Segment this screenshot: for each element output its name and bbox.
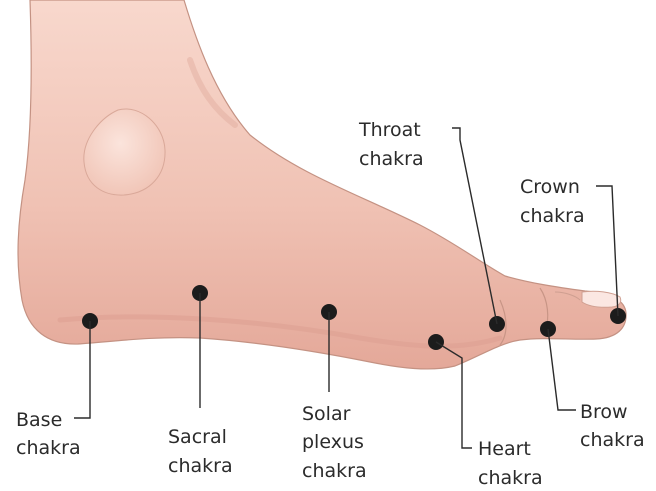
heart-label: Heart chakra <box>478 438 543 489</box>
crown-label: Crown chakra <box>520 176 586 227</box>
toenail <box>582 291 621 307</box>
throat-label: Throat chakra <box>358 119 427 170</box>
brow-label: Brow chakra <box>580 401 645 451</box>
sacral-label: Sacral chakra <box>168 426 233 477</box>
base-label: Base chakra <box>16 409 81 459</box>
solar-plexus-label: Solar plexus chakra <box>302 403 370 482</box>
brow-leader <box>548 329 576 410</box>
